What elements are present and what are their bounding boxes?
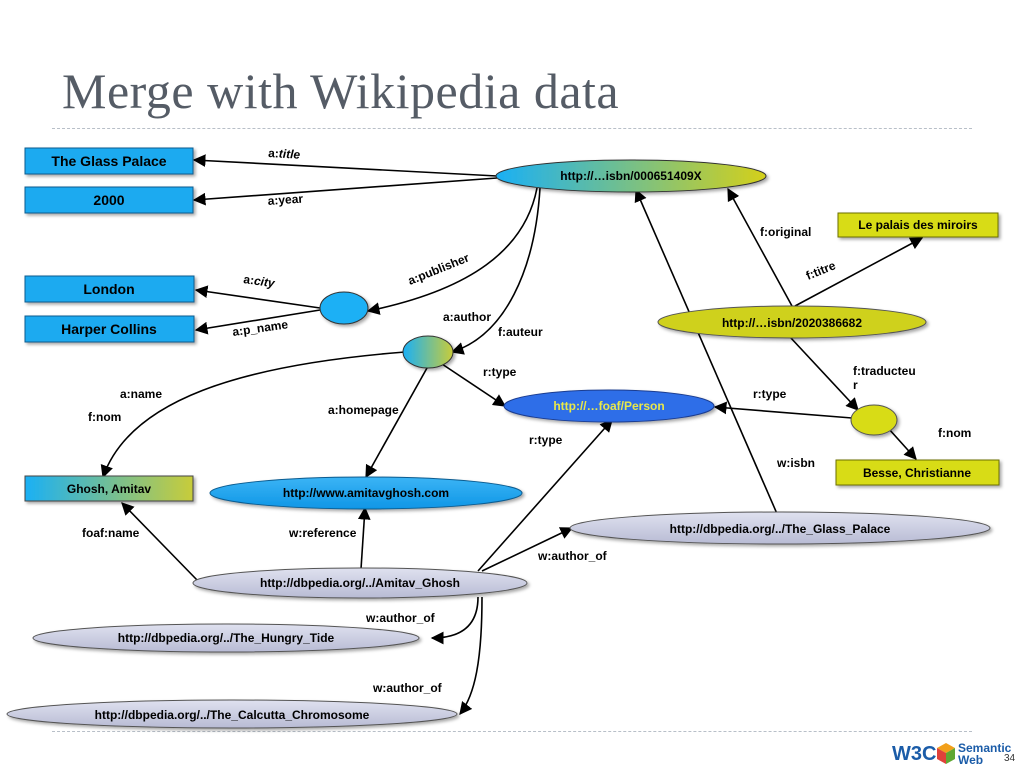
- label-a-publisher: a:publisher: [406, 250, 472, 287]
- label-f-auteur: f:auteur: [498, 325, 543, 339]
- edge-w-author-of-1: [481, 527, 574, 572]
- label-r-type-1: r:type: [483, 365, 517, 379]
- svg-text:http://dbpedia.org/../The_Calc: http://dbpedia.org/../The_Calcutta_Chrom…: [95, 708, 370, 722]
- edge-f-traducteur: [789, 336, 859, 411]
- svg-text:The Glass Palace: The Glass Palace: [51, 153, 166, 169]
- edge-f-original: [727, 187, 793, 307]
- page-number: 34: [1004, 753, 1016, 764]
- nodes: The Glass Palace 2000 London Harper Coll…: [6, 147, 1000, 729]
- svg-text:http://dbpedia.org/../Amitav_G: http://dbpedia.org/../Amitav_Ghosh: [260, 576, 460, 590]
- label-w-isbn: w:isbn: [776, 456, 815, 470]
- svg-text:http://…foaf/Person: http://…foaf/Person: [553, 399, 664, 413]
- label-a-title: a:title: [268, 146, 301, 162]
- svg-text:London: London: [83, 281, 134, 297]
- svg-text:http://…isbn/2020386682: http://…isbn/2020386682: [722, 316, 862, 330]
- svg-text:Semantic: Semantic: [958, 741, 1012, 755]
- svg-text:W3C: W3C: [892, 743, 936, 765]
- edge-a-year: [192, 177, 498, 206]
- edge-w-isbn: [634, 188, 779, 517]
- node-dbpedia-glass-palace: http://dbpedia.org/../The_Glass_Palace: [569, 511, 991, 545]
- node-isbn-2020386682: http://…isbn/2020386682: [657, 305, 927, 339]
- edge-a-city: [194, 285, 321, 309]
- svg-text:http://www.amitavghosh.com: http://www.amitavghosh.com: [283, 486, 449, 500]
- label-r-type-2: r:type: [753, 387, 787, 401]
- node-foaf-person: http://…foaf/Person: [503, 389, 715, 423]
- slide-title: Merge with Wikipedia data: [62, 63, 620, 119]
- node-the-glass-palace: The Glass Palace: [24, 147, 194, 175]
- edge-a-author: [450, 187, 541, 355]
- label-foaf-name: foaf:name: [82, 526, 140, 540]
- edge-f-titre: [794, 237, 924, 307]
- svg-text:Besse, Christianne: Besse, Christianne: [863, 466, 971, 480]
- node-london: London: [24, 275, 195, 303]
- edge-a-publisher: [366, 187, 538, 315]
- label-a-name: a:name: [120, 387, 162, 401]
- edge-a-name: [100, 351, 406, 479]
- node-harper-collins: Harper Collins: [24, 315, 195, 343]
- node-dbpedia-amitav-ghosh: http://dbpedia.org/../Amitav_Ghosh: [192, 567, 528, 599]
- node-blank-publisher: [319, 291, 369, 325]
- svg-text:2000: 2000: [93, 192, 124, 208]
- node-ghosh-amitav: Ghosh, Amitav: [24, 475, 194, 502]
- node-blank-author: [402, 335, 454, 369]
- label-f-original: f:original: [760, 225, 811, 239]
- footer-divider: [52, 731, 972, 732]
- label-a-year: a:year: [267, 192, 304, 208]
- edge-r-type-3: [477, 419, 613, 572]
- edge-r-type-1: [441, 363, 507, 407]
- svg-text:http://dbpedia.org/../The_Hung: http://dbpedia.org/../The_Hungry_Tide: [118, 631, 335, 645]
- label-f-titre: f:titre: [804, 258, 838, 283]
- node-le-palais-des-miroirs: Le palais des miroirs: [837, 212, 999, 238]
- svg-text:Harper Collins: Harper Collins: [61, 321, 157, 337]
- svg-text:Ghosh, Amitav: Ghosh, Amitav: [67, 482, 152, 496]
- edge-a-p-name: [194, 309, 321, 335]
- svg-text:http://…isbn/000651409X: http://…isbn/000651409X: [560, 169, 701, 183]
- node-dbpedia-calcutta-chromosome: http://dbpedia.org/../The_Calcutta_Chrom…: [6, 699, 458, 729]
- svg-text:Le palais des miroirs: Le palais des miroirs: [858, 218, 978, 232]
- edge-f-nom-2: [887, 427, 917, 460]
- label-w-author-of-2: w:author_of: [365, 611, 436, 625]
- label-a-p-name: a:p_name: [231, 317, 289, 339]
- label-f-traducteur-1: f:traducteu: [853, 364, 916, 378]
- title-divider: [52, 128, 972, 129]
- label-a-author: a:author: [443, 310, 491, 324]
- svg-text:Web: Web: [958, 753, 983, 766]
- label-f-nom-1: f:nom: [88, 410, 121, 424]
- node-year-2000: 2000: [24, 186, 194, 214]
- semantic-web-cube-icon: [937, 743, 955, 764]
- edge-w-author-of-3: [459, 596, 483, 716]
- w3c-semantic-web-logo: W3C Semantic Web: [892, 741, 1012, 766]
- node-blank-translator: [850, 404, 898, 436]
- edge-foaf-name: [121, 502, 199, 582]
- node-isbn-000651409x: http://…isbn/000651409X: [495, 159, 767, 193]
- edge-a-title: [192, 154, 498, 177]
- edge-w-author-of-2: [430, 596, 479, 645]
- label-a-homepage: a:homepage: [328, 403, 399, 417]
- svg-text:http://dbpedia.org/../The_Glas: http://dbpedia.org/../The_Glass_Palace: [670, 522, 891, 536]
- label-r-type-3: r:type: [529, 433, 563, 447]
- label-a-city: a:city: [243, 272, 277, 290]
- label-w-author-of-3: w:author_of: [372, 681, 443, 695]
- node-dbpedia-hungry-tide: http://dbpedia.org/../The_Hungry_Tide: [32, 623, 420, 653]
- label-f-traducteur-2: r: [853, 378, 858, 392]
- label-w-author-of-1: w:author_of: [537, 549, 608, 563]
- edges: [100, 154, 924, 716]
- label-f-nom-2: f:nom: [938, 426, 971, 440]
- label-w-reference: w:reference: [288, 526, 357, 540]
- node-amitavghosh-com: http://www.amitavghosh.com: [209, 476, 523, 510]
- edge-w-reference: [357, 506, 371, 570]
- node-besse-christianne: Besse, Christianne: [835, 459, 1000, 486]
- edge-r-type-2: [713, 401, 853, 419]
- edge-a-homepage: [365, 367, 428, 479]
